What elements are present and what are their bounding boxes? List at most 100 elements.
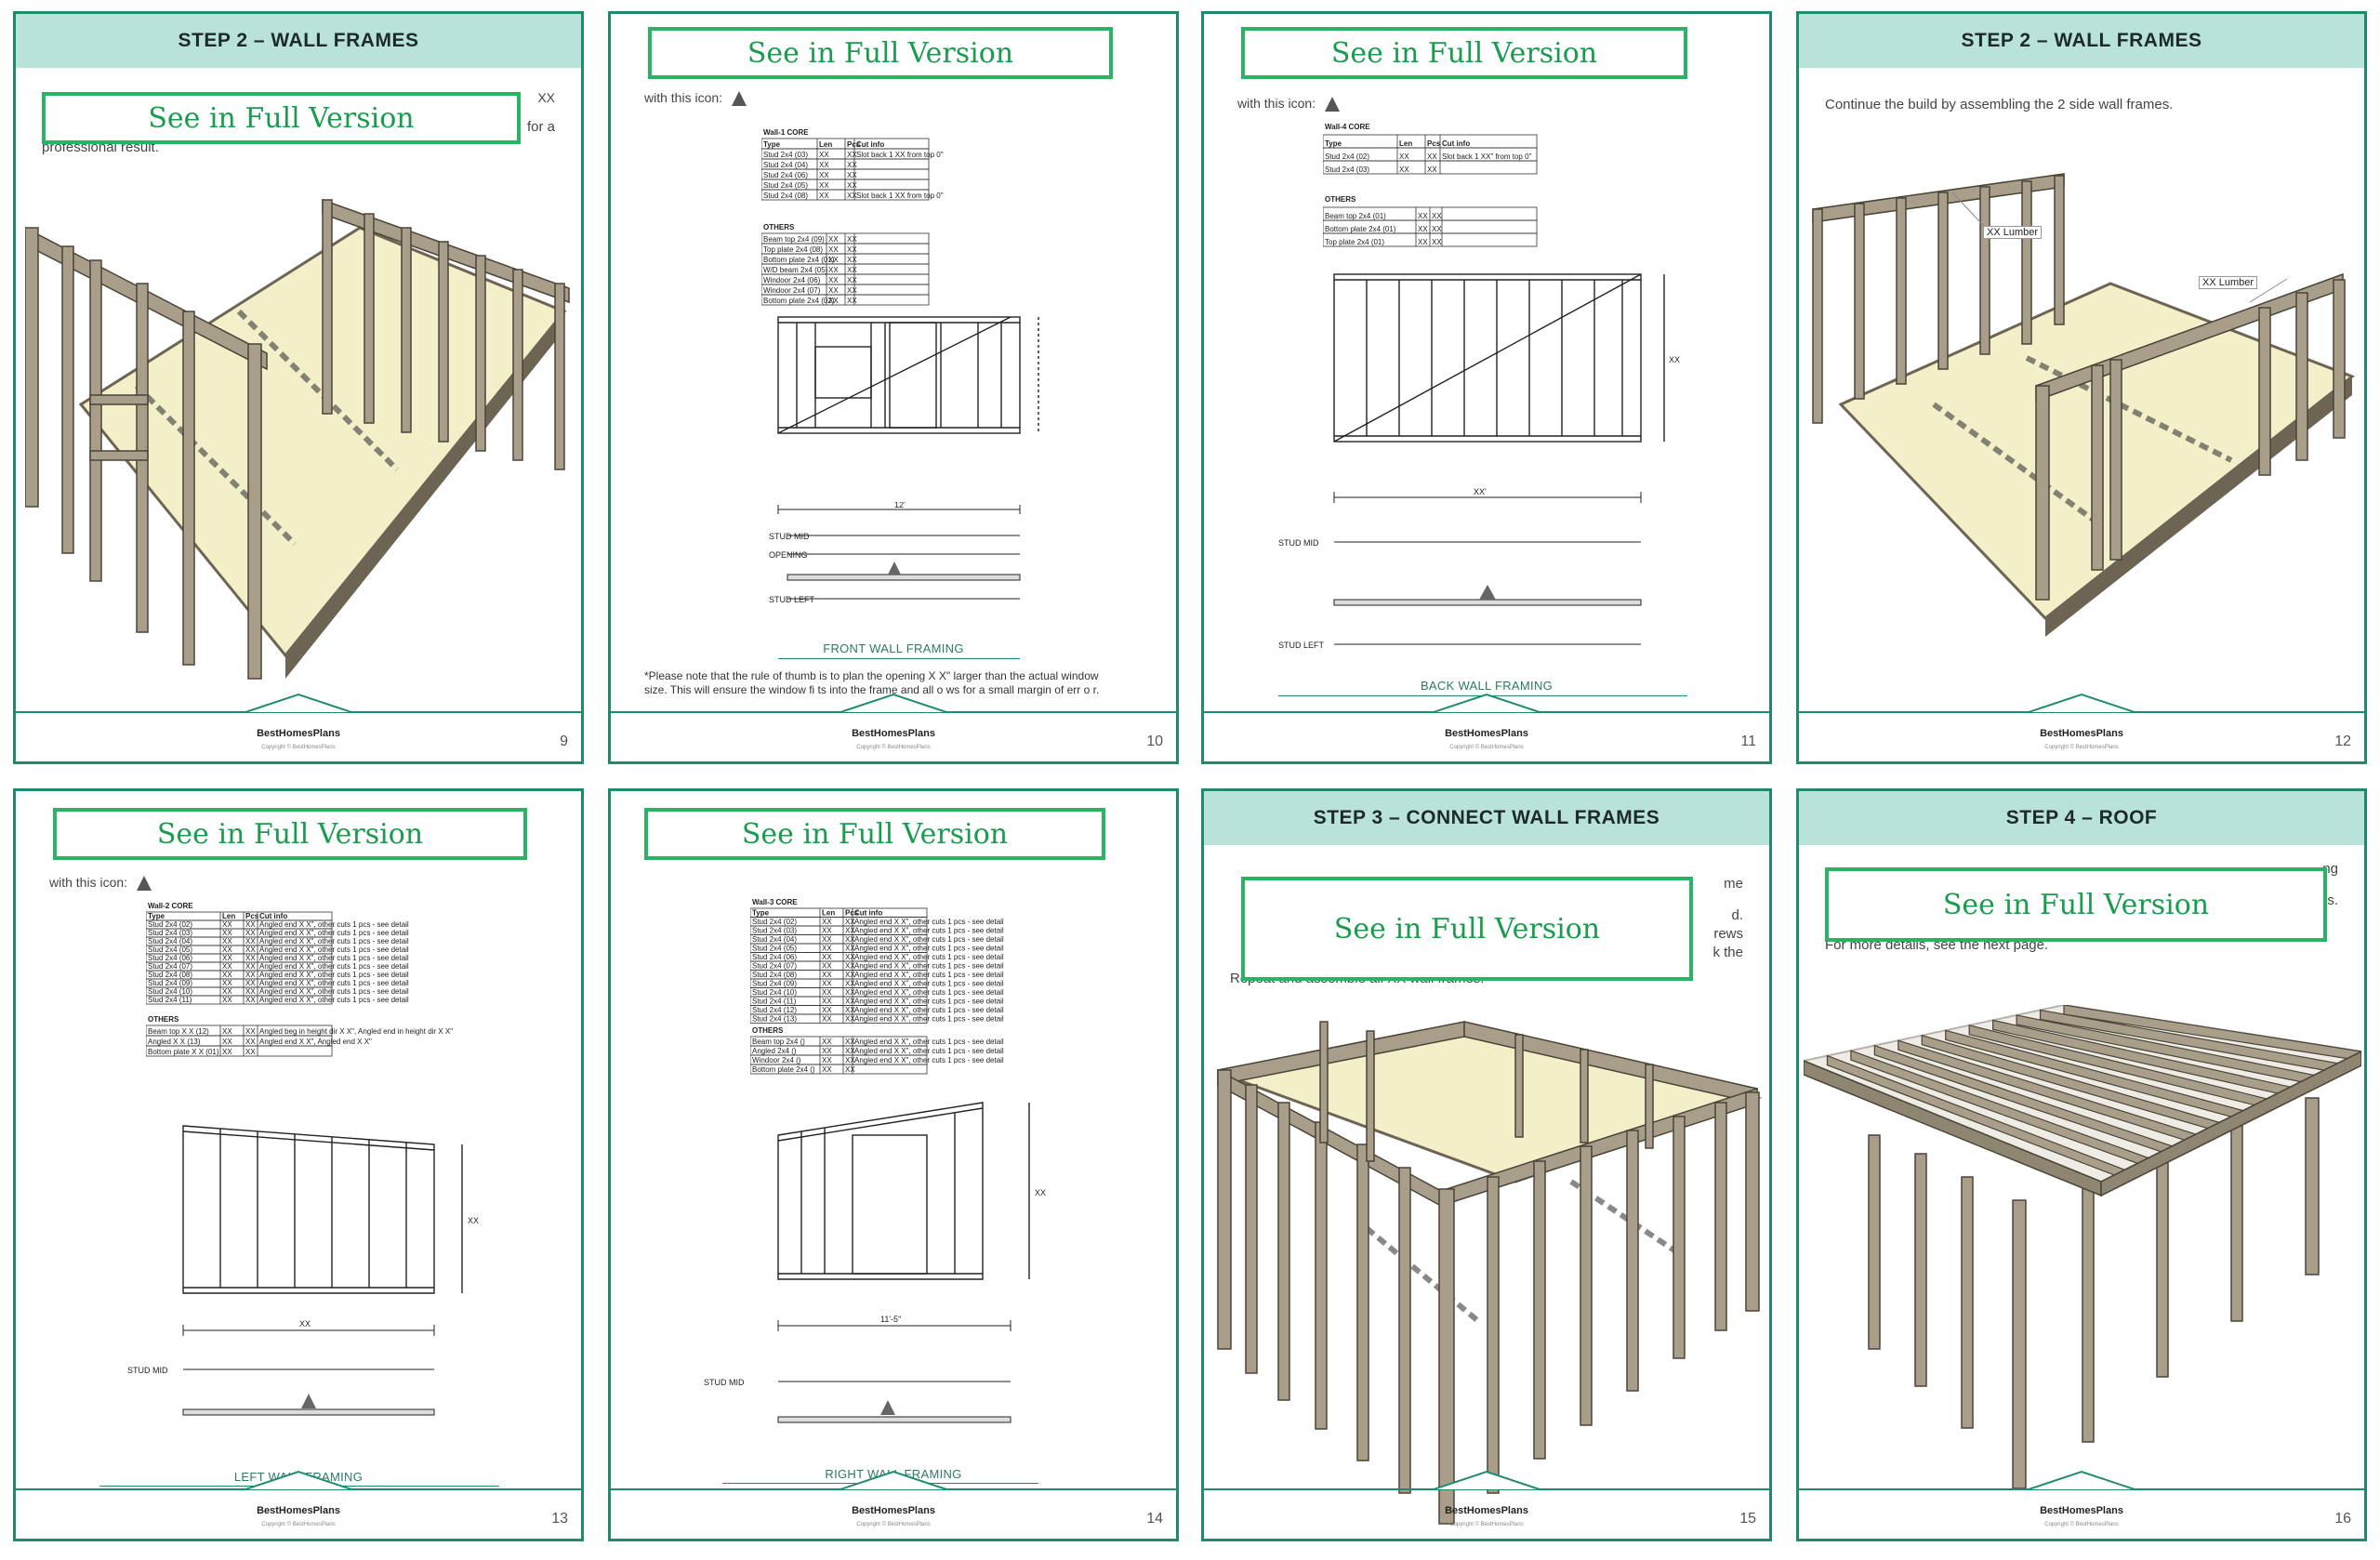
table-cell: Slot back 1 XX" from top 0" xyxy=(1442,152,1532,161)
table-title: Wall-4 CORE xyxy=(1325,123,1370,131)
table-cell: XX xyxy=(847,181,857,190)
page-number: 16 xyxy=(2334,1511,2351,1527)
table-cell: Stud 2x4 (07) xyxy=(148,962,192,971)
table-cell: Stud 2x4 (06) xyxy=(752,953,797,961)
icon-label: with this icon: xyxy=(1237,94,1743,112)
page-number: 12 xyxy=(2334,734,2351,749)
table-cell: XX xyxy=(222,996,232,1004)
table-cell: XX xyxy=(822,945,832,953)
page-text-fragment: d. xyxy=(1731,907,1743,923)
roof-framing-render xyxy=(1804,1005,2361,1489)
table-cell: Stud 2x4 (05) xyxy=(148,945,192,954)
brand-name: BestHomesPlans xyxy=(257,1505,340,1516)
weight-icon xyxy=(301,1394,316,1408)
front-wall-dimensions: 12' STUD MID OPENING STUD LEFT xyxy=(769,502,1021,604)
page-text-fragment: XX xyxy=(537,90,555,105)
page-12: STEP 2 – WALL FRAMES Continue the build … xyxy=(1796,11,2367,764)
table-header-cell: Len xyxy=(822,909,835,918)
table-cell: XX xyxy=(245,1027,256,1036)
see-full-version-stamp[interactable]: See in Full Version xyxy=(42,92,521,144)
dim-height: XX xyxy=(1035,1188,1046,1197)
table-row xyxy=(750,1013,928,1024)
table-cell: Windoor 2x4 (07) xyxy=(763,286,821,295)
table-cell: XX xyxy=(1427,152,1437,161)
house-roof-icon xyxy=(838,693,949,713)
see-full-version-stamp[interactable]: See in Full Version xyxy=(648,27,1113,79)
table-cell: XX xyxy=(845,1015,855,1024)
roof-rafter xyxy=(2063,1005,2361,1062)
table-cell: XX xyxy=(828,266,839,274)
table-cell: Stud 2x4 (02) xyxy=(148,920,192,929)
see-full-version-stamp[interactable]: See in Full Version xyxy=(1241,27,1687,79)
table-cell: XX xyxy=(222,987,232,996)
table-cell: Angled end X X", other cuts 1 pcs - see … xyxy=(259,954,409,962)
table-cell: XX xyxy=(845,1056,855,1064)
table-cell: Angled end X X", other cuts 1 pcs - see … xyxy=(854,918,1004,926)
table-cell: XX xyxy=(845,988,855,997)
weight-icon xyxy=(888,562,901,575)
table-cell: XX xyxy=(245,971,256,979)
table-cell: Stud 2x4 (02) xyxy=(1325,152,1369,161)
see-full-version-stamp[interactable]: See in Full Version xyxy=(1241,877,1693,981)
table-cell: XX xyxy=(245,929,256,937)
table-cell: XX xyxy=(828,235,839,244)
table-others-title: OTHERS xyxy=(752,1026,784,1035)
see-full-version-stamp[interactable]: See in Full Version xyxy=(53,808,527,860)
table-cell: XX xyxy=(1427,165,1437,174)
table-cell: Angled end X X", other cuts 1 pcs - see … xyxy=(854,962,1004,971)
table-cell: Angled end X X", other cuts 1 pcs - see … xyxy=(854,1056,1004,1064)
back-wall-elevation: XX xyxy=(1333,273,1680,443)
table-title: Wall-1 CORE xyxy=(763,128,809,137)
copyright: Copyright © BestHomesPlans xyxy=(261,745,336,750)
page-text-fragment: for a xyxy=(526,119,555,135)
drawing-caption: FRONT WALL FRAMING xyxy=(823,641,964,655)
copyright: Copyright © BestHomesPlans xyxy=(2044,745,2119,750)
table-header-cell: Pcs xyxy=(847,140,861,149)
copyright: Copyright © BestHomesPlans xyxy=(1449,745,1524,750)
see-full-version-stamp[interactable]: See in Full Version xyxy=(1825,867,2327,942)
table-cell: XX xyxy=(1399,165,1409,174)
weight-icon xyxy=(136,876,152,892)
table-cell: Stud 2x4 (03) xyxy=(148,929,192,937)
table-row xyxy=(1323,160,1538,175)
table-cell: XX xyxy=(245,937,256,945)
right-wall-dimensions: 11'-5" STUD MID xyxy=(704,1315,1012,1423)
page-number: 13 xyxy=(551,1511,568,1527)
page-16: STEP 4 – ROOF ng ds. For more details, s… xyxy=(1796,788,2367,1541)
table-cell: Angled end X X", other cuts 1 pcs - see … xyxy=(854,927,1004,935)
table-cell: Angled end X X", other cuts 1 pcs - see … xyxy=(854,953,1004,961)
page-intro-text: Continue the build by assembling the 2 s… xyxy=(1825,97,2174,112)
table-cell: XX xyxy=(1432,225,1442,233)
table-cell: Stud 2x4 (05) xyxy=(763,181,808,190)
page-text-fragment: rews xyxy=(1713,926,1743,942)
label-opening: OPENING xyxy=(769,550,808,560)
page-number: 9 xyxy=(560,734,568,749)
table-cell: Slot back 1 XX from top 0" xyxy=(856,151,944,159)
table-cell: XX xyxy=(245,987,256,996)
table-cell: XX xyxy=(222,945,232,954)
brand-name: BestHomesPlans xyxy=(1445,1505,1528,1516)
table-cell: W/D beam 2x4 (05) xyxy=(763,266,828,274)
table-cell: Angled X X (13) xyxy=(148,1038,201,1046)
table-cell: XX xyxy=(222,979,232,987)
table-cell: Angled end X X", other cuts 1 pcs - see … xyxy=(854,998,1004,1006)
table-cell: Stud 2x4 (03) xyxy=(752,927,797,935)
page-number: 14 xyxy=(1146,1511,1163,1527)
table-others-title: OTHERS xyxy=(148,1015,179,1024)
table-cell: Angled end X X", other cuts 1 pcs - see … xyxy=(259,987,409,996)
see-full-version-stamp[interactable]: See in Full Version xyxy=(644,808,1105,860)
dim-width: XX' xyxy=(1474,487,1487,496)
table-cell: XX xyxy=(819,171,829,179)
table-cell: XX xyxy=(847,235,857,244)
table-cell: XX xyxy=(828,297,839,305)
table-cell: XX xyxy=(828,245,839,254)
table-cell: XX xyxy=(828,256,839,264)
label-stud-left: STUD LEFT xyxy=(769,595,815,604)
table-cell: XX xyxy=(1418,238,1428,246)
table-cell: XX xyxy=(222,929,232,937)
page-number: 11 xyxy=(1740,734,1756,749)
label-stud-mid: STUD MID xyxy=(1278,538,1319,548)
table-header-cell: Type xyxy=(148,912,165,920)
